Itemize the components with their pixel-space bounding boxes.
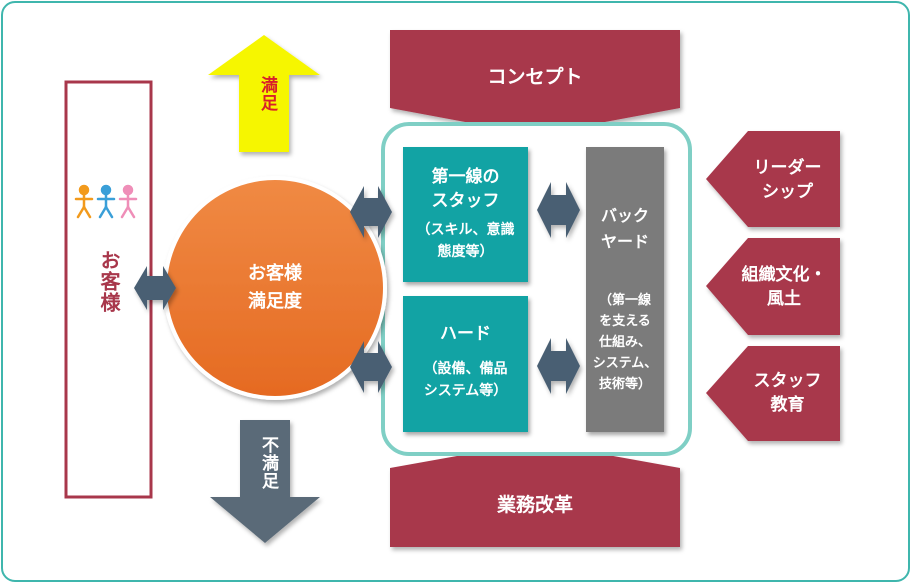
customer-label: お客様 bbox=[97, 250, 121, 313]
satisfaction-center-label: お客様 満足度 bbox=[248, 263, 302, 312]
business-reform-banner bbox=[390, 442, 680, 547]
frontline-staff-title: 第一線の スタッフ bbox=[431, 167, 500, 211]
staff-education-pointer bbox=[706, 346, 840, 441]
dissatisfied-label: 不満足 bbox=[258, 436, 278, 490]
frontline-staff-detail: （スキル、意識 態度等） bbox=[416, 222, 515, 260]
people-icon bbox=[74, 184, 138, 219]
concept-banner bbox=[390, 30, 680, 135]
business-reform-label: 業務改革 bbox=[496, 493, 573, 516]
hard-title: ハード bbox=[440, 323, 491, 344]
staff-education-label: スタッフ 教育 bbox=[753, 371, 822, 415]
hard-box: ハード （設備、備品 システム等） bbox=[403, 296, 528, 432]
satisfied-label: 満足 bbox=[257, 76, 277, 112]
dissatisfied-down-arrow bbox=[210, 420, 320, 543]
hard-detail: （設備、備品 システム等） bbox=[423, 361, 508, 399]
org-culture-label: 組織文化・ 風土 bbox=[741, 265, 827, 309]
frontline-staff-box: 第一線の スタッフ （スキル、意識 態度等） bbox=[403, 147, 528, 282]
double-arrow-frontline bbox=[350, 186, 392, 238]
double-arrow-backyard-top bbox=[537, 182, 580, 238]
double-arrow-hard bbox=[350, 341, 392, 393]
backyard-box: バック ヤード （第一線 を支える 仕組み、 システム、 技術等） bbox=[586, 147, 664, 432]
backyard-detail: （第一線 を支える 仕組み、 システム、 技術等） bbox=[592, 292, 658, 392]
leadership-pointer bbox=[706, 131, 840, 227]
backyard-title: バック ヤード bbox=[600, 206, 649, 251]
leadership-label: リーダー シップ bbox=[753, 158, 822, 202]
org-culture-pointer bbox=[706, 238, 840, 335]
concept-label: コンセプト bbox=[487, 65, 583, 88]
double-arrow-customer bbox=[134, 266, 176, 310]
satisfied-up-arrow bbox=[208, 35, 320, 152]
double-arrow-backyard-bottom bbox=[537, 338, 580, 394]
